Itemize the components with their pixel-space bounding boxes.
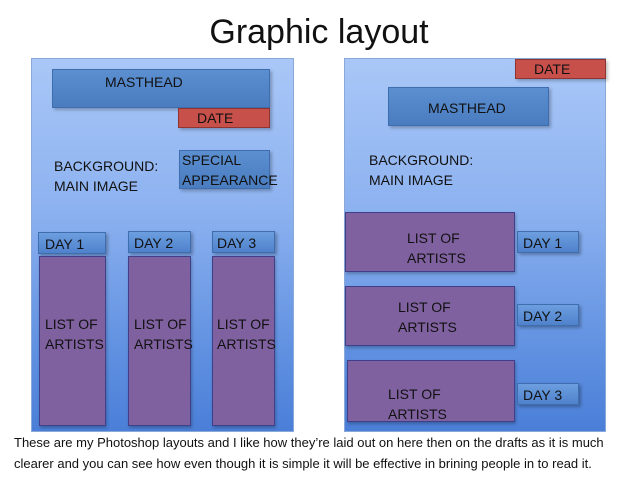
left-day-1-label: DAY 1: [45, 236, 85, 252]
left-artists-label-1: LIST OF ARTISTS: [45, 316, 104, 352]
right-artists-box-2: [345, 286, 515, 346]
right-masthead-box: [388, 87, 549, 126]
slide-title: Graphic layout: [209, 13, 429, 51]
left-day-3-label: DAY 3: [217, 235, 257, 251]
right-date-box: [515, 59, 606, 79]
left-background-label: BACKGROUND: MAIN IMAGE: [54, 158, 159, 194]
right-masthead-label: MASTHEAD: [428, 100, 506, 116]
right-day-2-box: [517, 304, 579, 326]
left-date-box: [178, 108, 270, 128]
left-artists-label-2: LIST OF ARTISTS: [134, 316, 193, 352]
left-day-2-label: DAY 2: [134, 235, 174, 251]
left-artists-column-3: [212, 256, 275, 426]
right-artists-label-3: LIST OF ARTISTS: [388, 386, 447, 422]
right-date-label: DATE: [534, 61, 571, 77]
right-artists-box-1: [345, 212, 515, 272]
left-masthead-label: MASTHEAD: [105, 74, 183, 90]
right-artists-label-1: LIST OF ARTISTS: [407, 230, 466, 266]
left-day-2-box: [128, 231, 191, 253]
left-artists-label-3: LIST OF ARTISTS: [217, 316, 276, 352]
right-day-3-box: [517, 383, 579, 405]
left-special-appearance-label: SPECIAL APPEARANCE: [182, 152, 278, 188]
right-background-label: BACKGROUND: MAIN IMAGE: [369, 152, 474, 188]
left-day-1-box: [38, 232, 106, 254]
left-artists-column-2: [128, 256, 191, 426]
left-artists-column-1: [39, 256, 106, 426]
right-day-1-box: [517, 231, 579, 253]
right-day-1-label: DAY 1: [523, 235, 563, 251]
left-special-appearance-box: [179, 150, 270, 189]
slide-caption: These are my Photoshop layouts and I lik…: [14, 435, 604, 471]
left-masthead-box: [52, 69, 270, 108]
left-day-3-box: [212, 231, 275, 253]
right-day-2-label: DAY 2: [523, 308, 563, 324]
right-day-3-label: DAY 3: [523, 387, 563, 403]
left-date-label: DATE: [197, 110, 234, 126]
right-artists-box-3: [347, 360, 515, 422]
right-artists-label-2: LIST OF ARTISTS: [398, 299, 457, 335]
